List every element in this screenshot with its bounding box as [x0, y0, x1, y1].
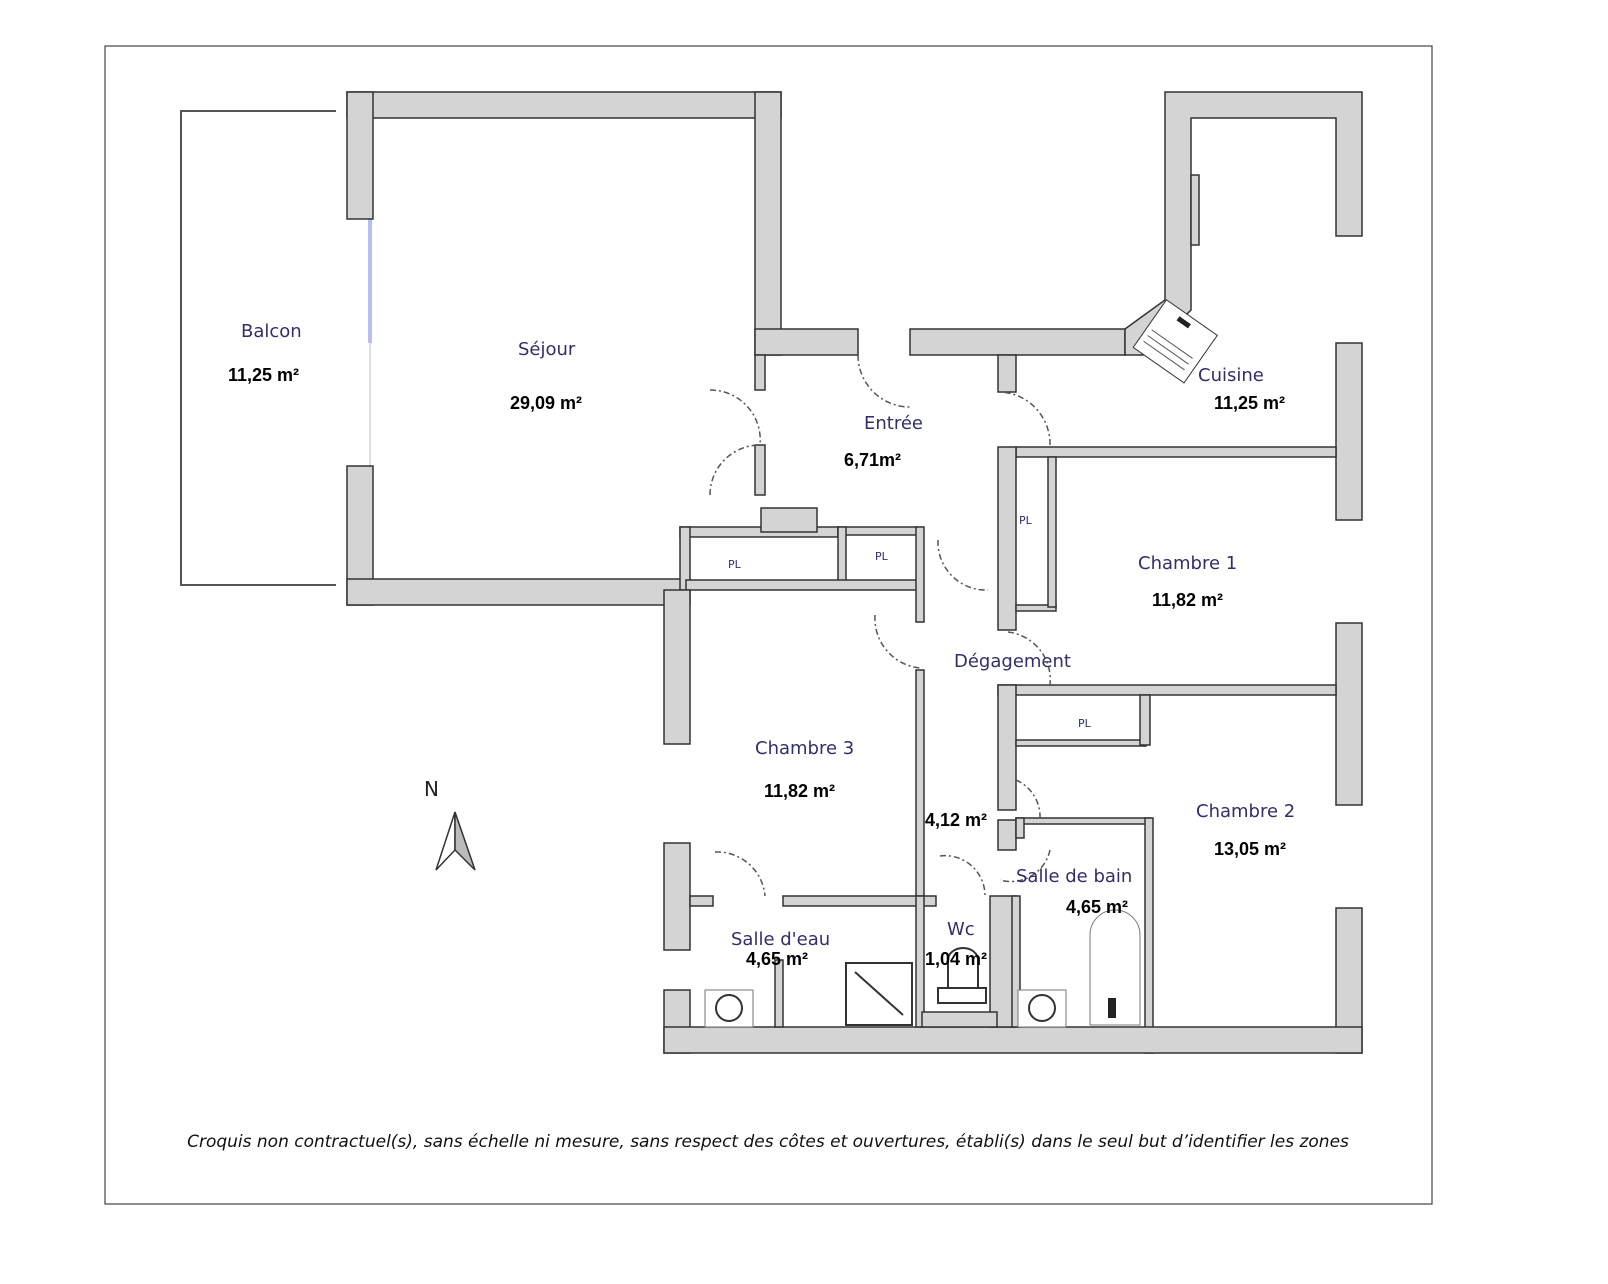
- room-name-chambre-1: Chambre 1: [1138, 553, 1237, 574]
- room-area-cuisine: 11,25 m²: [1214, 393, 1285, 413]
- room-area-wc: 1,04 m²: [925, 949, 987, 969]
- room-name-chambre-3: Chambre 3: [755, 738, 854, 759]
- room-area-entree: 6,71m²: [844, 450, 901, 470]
- room-name-degagement: Dégagement: [954, 651, 1071, 672]
- room-area-sejour: 29,09 m²: [510, 393, 582, 413]
- room-area-balcon: 11,25 m²: [228, 365, 299, 385]
- room-name-balcon: Balcon: [241, 321, 302, 342]
- room-name-sejour: Séjour: [518, 339, 576, 360]
- room-area-salle-de-bain: 4,65 m²: [1066, 897, 1128, 917]
- fixtures: [704, 299, 1218, 1028]
- room-name-entree: Entrée: [864, 413, 923, 434]
- disclaimer: Croquis non contractuel(s), sans échelle…: [187, 1132, 1349, 1152]
- doors: [709, 354, 1052, 897]
- closet-label: PL: [1019, 514, 1033, 527]
- room-name-wc: Wc: [947, 919, 975, 940]
- closet-label: PL: [875, 550, 889, 563]
- room-name-salle-d-eau: Salle d'eau: [731, 929, 830, 950]
- north-arrow-icon: [435, 811, 476, 871]
- balcony-outline: [180, 110, 372, 586]
- room-name-chambre-2: Chambre 2: [1196, 801, 1295, 822]
- north-label: N: [424, 777, 439, 801]
- closet-label: PL: [728, 558, 742, 571]
- room-area-degagement: 4,12 m²: [925, 810, 987, 830]
- room-area-chambre-2: 13,05 m²: [1214, 839, 1286, 859]
- room-area-chambre-3: 11,82 m²: [764, 781, 835, 801]
- closet-label: PL: [1078, 717, 1092, 730]
- room-area-salle-d-eau: 4,65 m²: [746, 949, 808, 969]
- walls: [346, 91, 1363, 1054]
- room-name-salle-de-bain: Salle de bain: [1016, 866, 1132, 887]
- room-name-cuisine: Cuisine: [1198, 365, 1264, 386]
- room-area-chambre-1: 11,82 m²: [1152, 590, 1223, 610]
